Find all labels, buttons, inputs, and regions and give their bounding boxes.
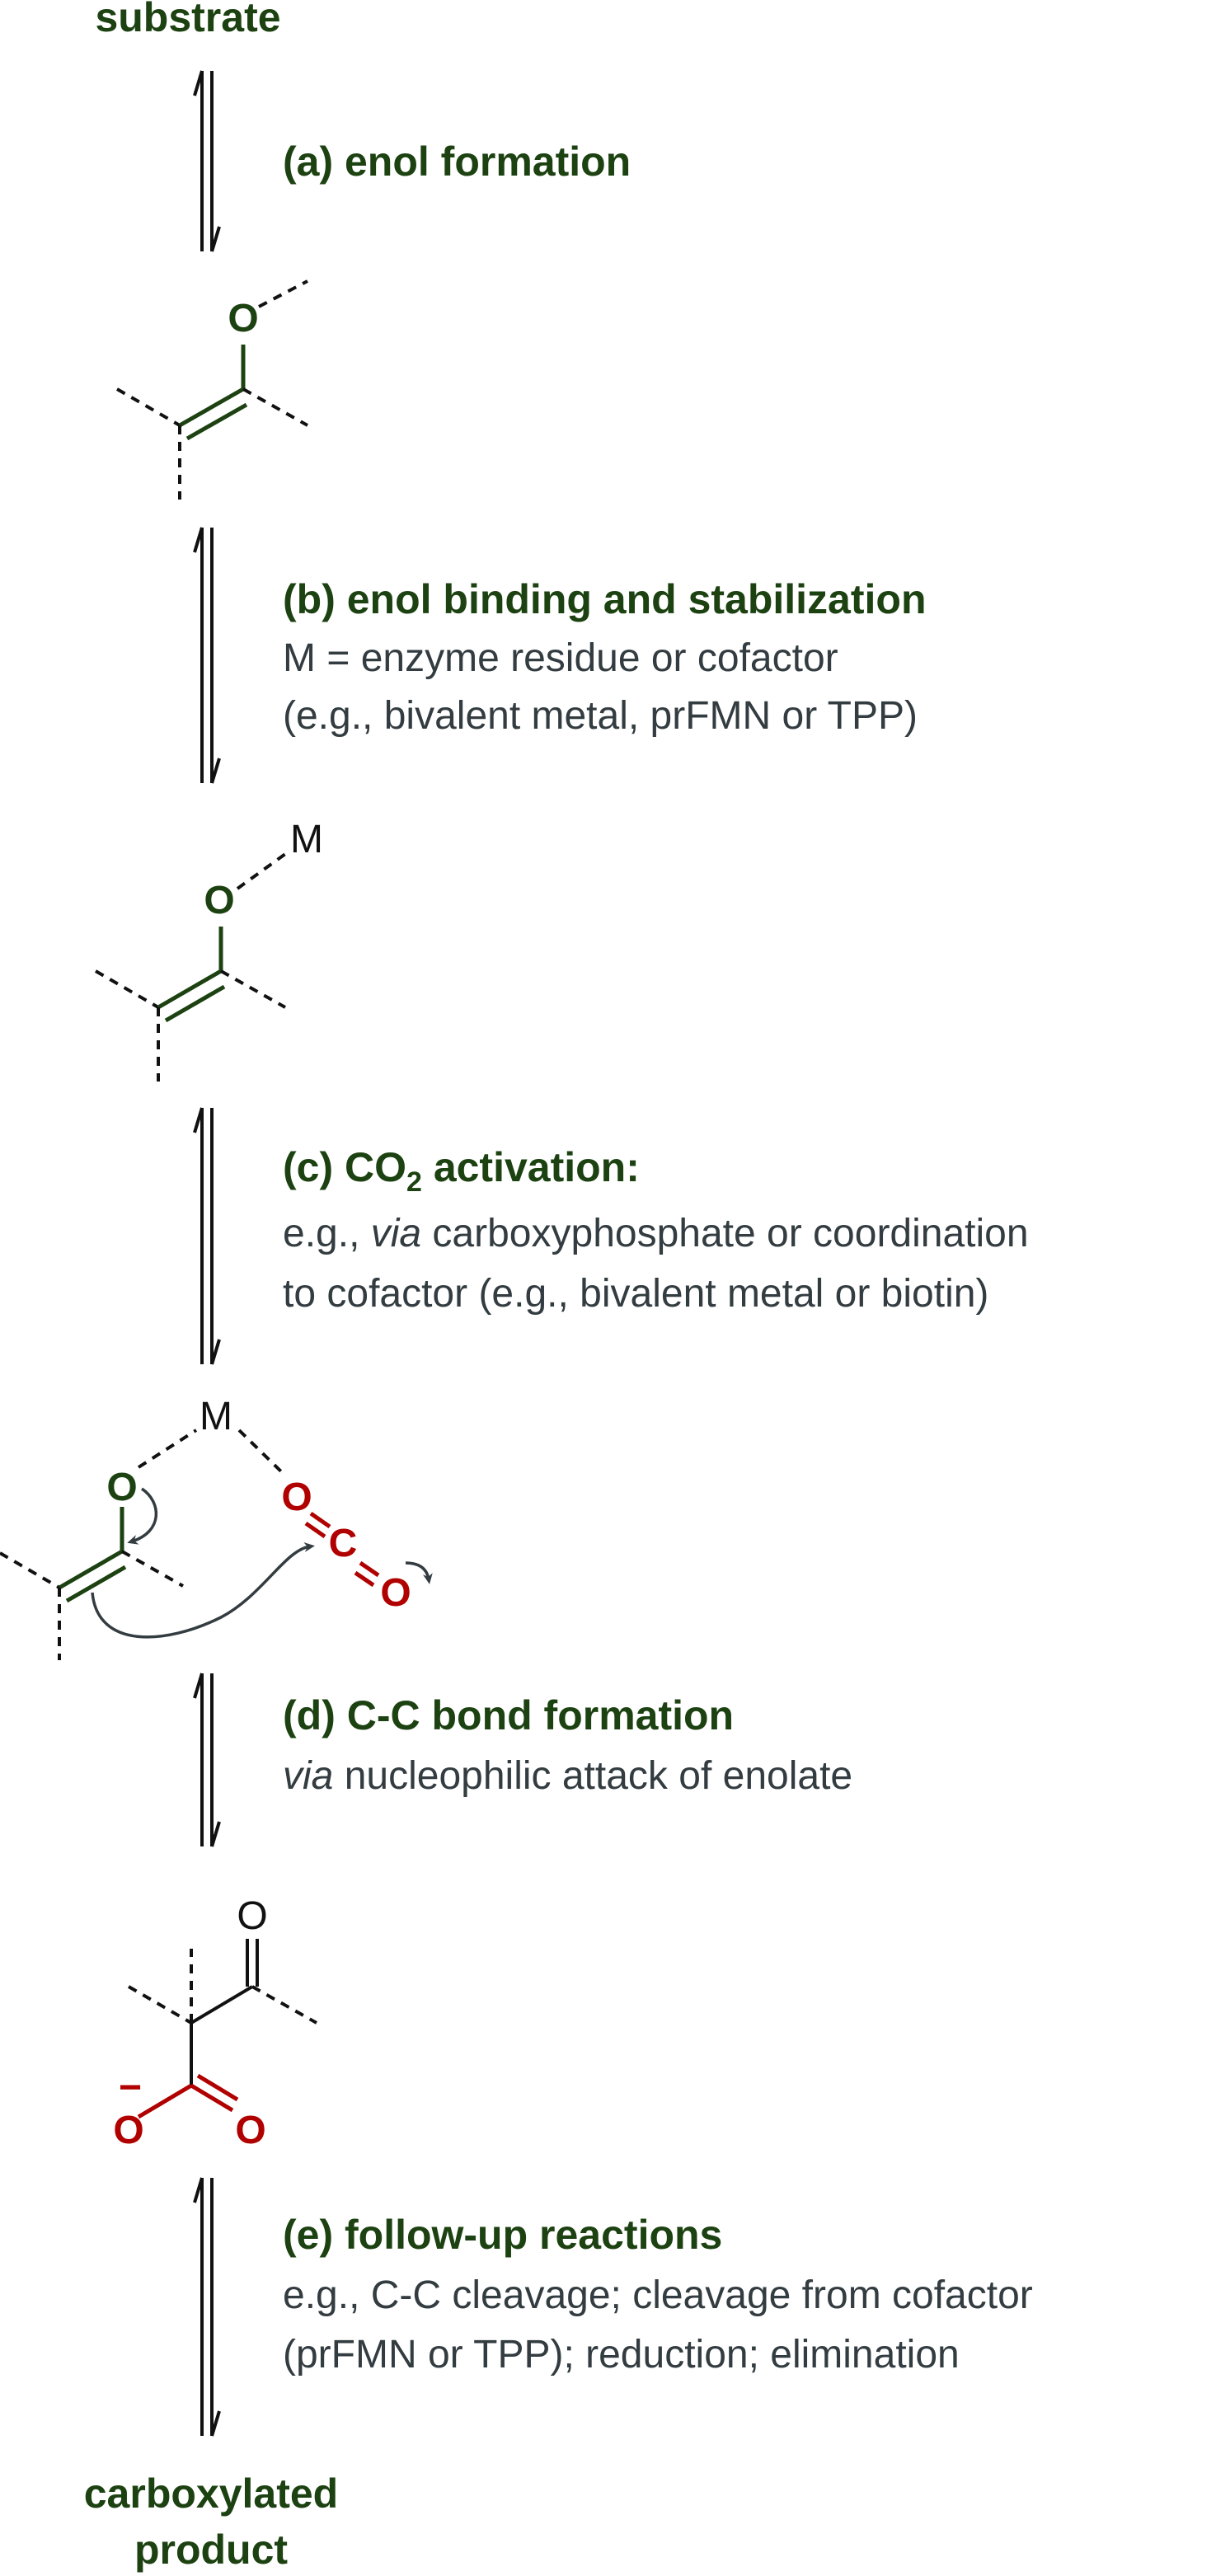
- co2-oxygen-2: O: [380, 1571, 411, 1615]
- step-c-line-2: to cofactor (e.g., bivalent metal or bio…: [283, 1272, 988, 1316]
- equilibrium-arrow-a: [193, 70, 221, 252]
- curly-arrow-co-to-o: [405, 1561, 433, 1584]
- step-b-line-2: (e.g., bivalent metal, prFMN or TPP): [283, 694, 918, 738]
- equilibrium-arrow-b: [193, 527, 221, 784]
- product-label-line-1: carboxylated: [84, 2470, 338, 2517]
- co2-carbon: C: [329, 1522, 358, 1565]
- enol-structure: O: [115, 279, 308, 500]
- complex-cofactor-m: M: [200, 1395, 232, 1438]
- complex-enol-oxygen: O: [106, 1466, 137, 1509]
- equilibrium-arrow-d: [193, 1673, 221, 1847]
- equilibrium-arrow-c: [193, 1107, 221, 1365]
- product-label-line-2: product: [134, 2527, 288, 2573]
- step-d-title: (d) C-C bond formation: [283, 1692, 734, 1738]
- co2-oxygen-1: O: [281, 1476, 312, 1519]
- ketone-oxygen: O: [237, 1894, 267, 1938]
- curly-arrow-o-to-c: [127, 1487, 158, 1545]
- step-e-line-2: (prFMN or TPP); reduction; elimination: [283, 2333, 960, 2377]
- curly-arrow-cc-to-co2: [91, 1541, 315, 1639]
- step-a-title: (a) enol formation: [283, 138, 631, 185]
- step-d-line-1: via nucleophilic attack of enolate: [283, 1754, 852, 1798]
- step-e-title: (e) follow-up reactions: [283, 2212, 722, 2258]
- enol-oxygen: O: [228, 297, 258, 340]
- step-e-line-1: e.g., C-C cleavage; cleavage from cofact…: [283, 2273, 1033, 2317]
- enol-bound-structure: O M: [94, 818, 323, 1082]
- step-c-title: (c) CO2 activation:: [283, 1144, 640, 1198]
- activated-complex: O M O C O: [0, 1395, 433, 1660]
- carboxylate-oxygen-2: O: [235, 2109, 265, 2152]
- carboxylate-oxygen-1: O: [113, 2109, 143, 2152]
- cofactor-m: M: [290, 818, 323, 861]
- start-label: substrate: [95, 0, 280, 40]
- step-c-line-1: e.g., via carboxyphosphate or coordinati…: [283, 1212, 1029, 1255]
- step-b-line-1: M = enzyme residue or cofactor: [283, 636, 838, 680]
- carboxylate-structure: O − O O: [113, 1894, 317, 2152]
- step-b-title: (b) enol binding and stabilization: [283, 576, 927, 622]
- bound-enol-oxygen: O: [204, 879, 234, 922]
- carboxylate-minus: −: [119, 2066, 142, 2109]
- equilibrium-arrow-e: [193, 2177, 221, 2437]
